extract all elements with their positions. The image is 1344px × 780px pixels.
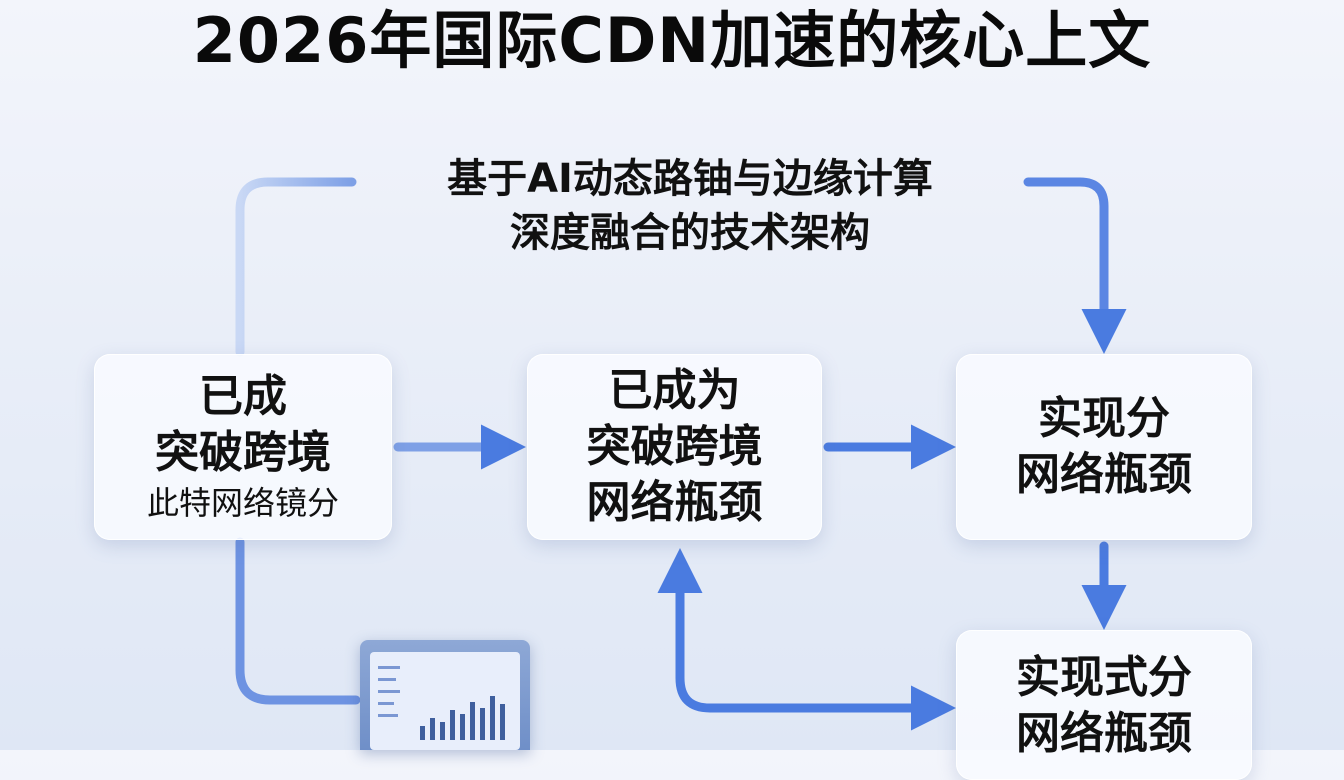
flow-connectors (235, 177, 1127, 731)
node-d-line-1: 实现式分 (1016, 652, 1192, 703)
node-realize-distribution: 实现分 网络瓶颈 (956, 354, 1252, 540)
connector-subtitle-to-c (1023, 177, 1127, 354)
node-b-line-3: 网络瓶颈 (586, 477, 763, 528)
node-b-line-1: 已成为 (608, 365, 741, 416)
node-a-line-1: 已成 (199, 371, 287, 422)
bar-graph-icon (378, 666, 505, 740)
connector-left-top (235, 177, 357, 357)
node-network-bottleneck: 已成为 突破跨境 网络瓶颈 (527, 354, 822, 540)
node-b-line-2: 突破跨境 (586, 421, 763, 472)
connector-left-down (235, 537, 361, 705)
page-title: 2026年国际CDN加速的核心上文 (192, 4, 1152, 77)
monitor-screen (370, 652, 520, 750)
node-c-line-1: 实现分 (1038, 393, 1170, 444)
node-a-line-3: 此特网络镜分 (146, 484, 339, 522)
subtitle-line-1: 基于AI动态路铀与边缘计算 (447, 156, 933, 202)
node-c-line-2: 网络瓶颈 (1016, 449, 1192, 500)
node-cross-border-breakthrough: 已成 突破跨境 此特网络镜分 (94, 354, 392, 540)
monitor-device-illustration (360, 640, 530, 750)
diagram-subtitle: 基于AI动态路铀与边缘计算 深度融合的技术架构 (360, 152, 1020, 260)
node-realize-formula-distribution: 实现式分 网络瓶颈 (956, 630, 1252, 780)
node-d-line-2: 网络瓶颈 (1016, 708, 1192, 759)
subtitle-line-2: 深度融合的技术架构 (510, 210, 870, 256)
node-a-line-2: 突破跨境 (155, 427, 331, 478)
arrow-d-to-b (657, 548, 943, 713)
